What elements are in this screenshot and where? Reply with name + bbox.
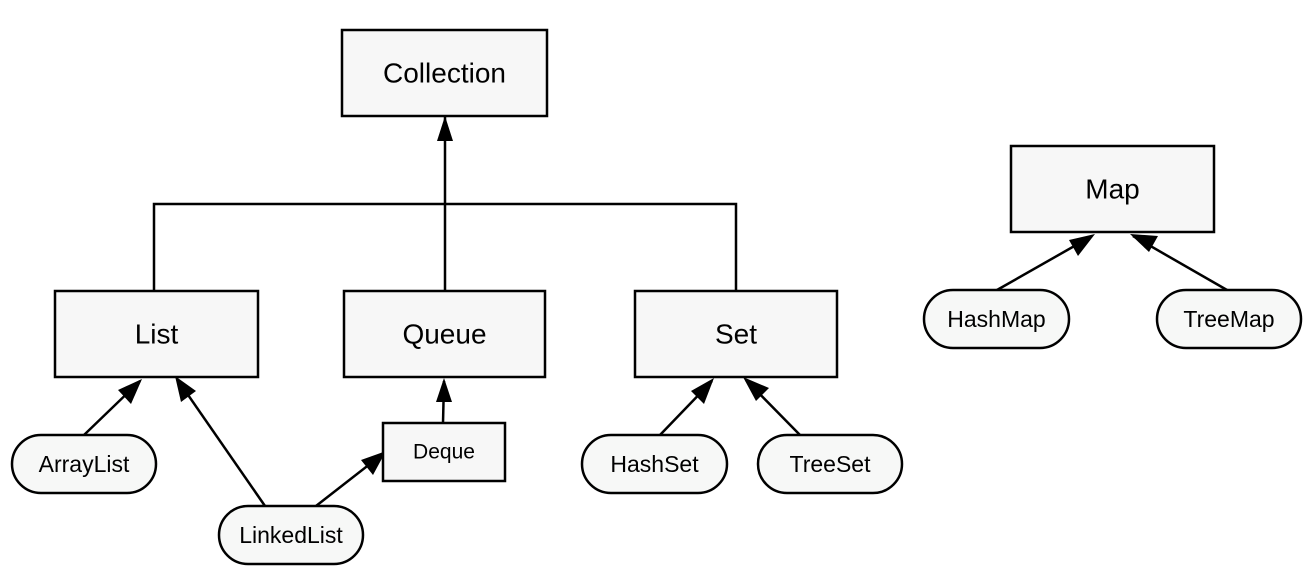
node-hashset: HashSet [580, 433, 729, 495]
node-queue: Queue [342, 289, 547, 379]
edge-list-to-collection [152, 202, 445, 291]
node-list-label: List [135, 319, 179, 350]
node-collection-label: Collection [383, 58, 506, 89]
arrowhead-treemap-map [1130, 234, 1158, 252]
node-hashmap: HashMap [922, 288, 1071, 350]
arrowhead-deque-queue [436, 378, 452, 402]
arrowhead-hashmap-map [1069, 234, 1095, 256]
node-deque: Deque [381, 421, 507, 483]
arrowhead-linkedlist-deque [361, 451, 386, 475]
edge-set-to-collection [445, 202, 738, 291]
edge-linkedlist-to-list [175, 378, 267, 507]
node-arraylist: ArrayList [10, 433, 158, 495]
node-linkedlist-label: LinkedList [239, 522, 343, 548]
arrowhead-collection [437, 116, 453, 141]
node-hashset-label: HashSet [610, 451, 699, 477]
node-treemap: TreeMap [1155, 288, 1303, 350]
edges [83, 116, 1228, 507]
node-hashmap-label: HashMap [947, 306, 1045, 332]
node-set-label: Set [715, 319, 757, 350]
arrowhead-arraylist-list [118, 379, 142, 404]
node-collection: Collection [340, 28, 549, 118]
node-linkedlist: LinkedList [217, 504, 365, 566]
node-set: Set [633, 289, 839, 379]
node-treemap-label: TreeMap [1183, 306, 1274, 332]
arrowhead-linkedlist-list [175, 376, 196, 402]
node-treeset-label: TreeSet [790, 451, 872, 477]
node-list: List [53, 289, 260, 379]
node-treeset: TreeSet [756, 433, 904, 495]
node-arraylist-label: ArrayList [39, 451, 130, 477]
node-queue-label: Queue [402, 319, 486, 350]
node-deque-label: Deque [413, 441, 475, 464]
node-map-label: Map [1085, 174, 1139, 205]
arrowhead-treeset-set [743, 377, 769, 401]
node-map: Map [1009, 144, 1216, 234]
arrowhead-hashset-set [691, 378, 714, 404]
